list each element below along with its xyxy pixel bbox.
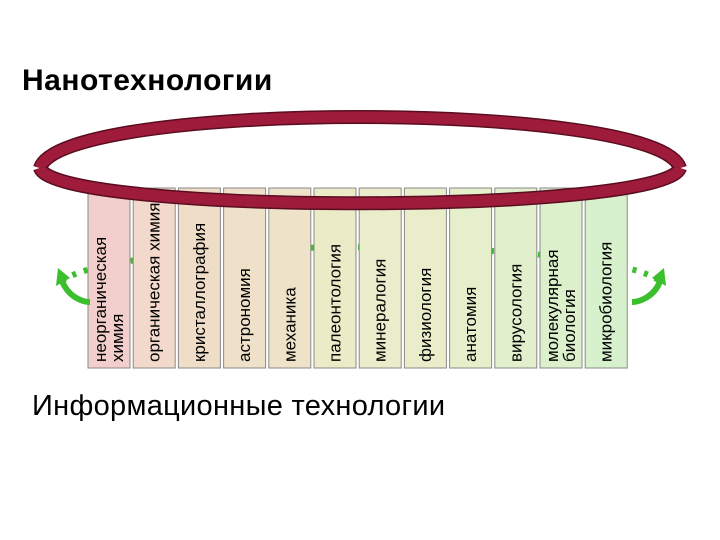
discipline-label: кристаллография: [190, 223, 209, 362]
discipline-label: анатомия: [461, 287, 480, 362]
discipline-column-box: [87, 187, 131, 369]
discipline-column: кристаллография: [177, 187, 221, 369]
green-ring-front: [59, 279, 663, 305]
discipline-column: палеонтология: [313, 187, 357, 369]
discipline-column: анатомия: [449, 187, 493, 369]
discipline-label: вирусология: [506, 264, 525, 362]
discipline-column: вирусология: [494, 187, 538, 369]
discipline-column: астрономия: [223, 187, 267, 369]
discipline-label: астрономия: [235, 268, 254, 362]
discipline-column: физиология: [403, 187, 447, 369]
discipline-column-box: [268, 187, 312, 369]
discipline-label: механика: [280, 287, 299, 362]
nanotech-title: Нанотехнологии: [22, 64, 273, 97]
discipline-label: химия: [108, 314, 127, 362]
discipline-column-box: [313, 187, 357, 369]
discipline-column-box: [494, 187, 538, 369]
discipline-column: минералогия: [358, 187, 402, 369]
discipline-label: физиология: [416, 268, 435, 362]
discipline-label: биология: [560, 289, 579, 362]
it-title: Информационные технологии: [32, 390, 446, 422]
discipline-label: неорганическая: [91, 237, 110, 362]
discipline-column-box: [584, 187, 628, 369]
discipline-column-box: [358, 187, 402, 369]
discipline-column-box: [132, 187, 176, 369]
discipline-label: микробиология: [597, 242, 616, 362]
discipline-label: минералогия: [371, 259, 390, 362]
green-ring-right-arrowhead: [652, 268, 666, 286]
discipline-label: молекулярная: [543, 249, 562, 362]
discipline-column-box: [177, 187, 221, 369]
discipline-label: органическая химия: [145, 203, 164, 362]
discipline-column-box: [223, 187, 267, 369]
discipline-column-box: [403, 187, 447, 369]
discipline-column-box: [539, 187, 583, 369]
discipline-column: микробиология: [584, 187, 628, 369]
red-ring-back: [33, 110, 687, 172]
discipline-column-box: [449, 187, 493, 369]
discipline-column: механика: [268, 187, 312, 369]
discipline-label: палеонтология: [326, 244, 345, 362]
discipline-column: органическая химия: [132, 187, 176, 369]
green-ring-left-arrowhead: [56, 268, 70, 286]
